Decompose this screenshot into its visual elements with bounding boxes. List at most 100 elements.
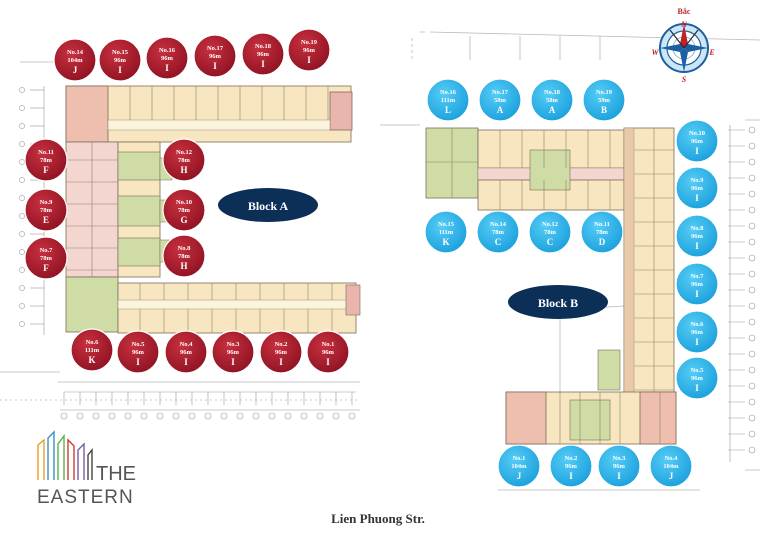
block-a-unit-badges: No.14104mJNo.1596mINo.1696mINo.1796mINo.… <box>24 28 350 374</box>
the-eastern-logo: THE EASTERN <box>37 430 136 508</box>
dimension-ruler-b <box>728 125 756 462</box>
compass-north-label: Bắc <box>678 7 691 16</box>
block-a-unit-number: No.10 <box>176 199 192 206</box>
block-a-unit-number: No.1 <box>322 341 335 348</box>
compass-w: W <box>651 48 659 57</box>
block-b-unit-area: 78m <box>492 229 505 236</box>
block-a-unit-number: No.18 <box>255 43 272 50</box>
block-a-unit-number: No.6 <box>86 339 100 346</box>
block-b-unit-area: 104m <box>511 463 527 470</box>
block-a-unit-type: I <box>118 65 122 75</box>
block-a-unit-number: No.11 <box>38 149 54 156</box>
block-a-unit-area: 96m <box>161 55 174 62</box>
block-a-unit-type: I <box>307 55 311 65</box>
block-b-unit-number: No.14 <box>490 221 507 228</box>
block-a-building <box>65 85 361 334</box>
block-a-unit-area: 96m <box>275 349 288 356</box>
compass-s: S <box>682 75 687 84</box>
block-b-unit-number: No.3 <box>613 455 627 462</box>
block-b-unit-area: 111m <box>441 97 456 104</box>
block-b-unit-type: I <box>695 146 699 156</box>
block-b-unit-number: No.10 <box>689 130 705 137</box>
block-b-unit-type: C <box>495 237 502 247</box>
block-b-unit-area: 96m <box>691 281 704 288</box>
block-b-unit-area: 96m <box>691 375 704 382</box>
block-a-unit-area: 78m <box>178 157 191 164</box>
block-a-unit-type: K <box>88 355 95 365</box>
block-a-unit-number: No.9 <box>40 199 54 206</box>
block-b-unit-area: 78m <box>596 229 609 236</box>
block-b-unit-number: No.4 <box>665 455 679 462</box>
block-a-label: Block A <box>218 188 318 222</box>
block-a-unit-area: 78m <box>40 255 53 262</box>
block-a-unit-type: E <box>43 215 49 225</box>
block-b-unit-area: 111m <box>439 229 454 236</box>
block-b-unit-area: 96m <box>691 138 704 145</box>
block-b-unit-type: A <box>497 105 504 115</box>
logo-line-2: EASTERN <box>37 487 134 508</box>
compass-rose: Bắc N E S W <box>651 7 714 84</box>
compass-e: E <box>708 48 714 57</box>
block-b-unit-number: No.17 <box>492 89 509 96</box>
block-b-unit-type: J <box>669 471 674 481</box>
block-b-unit-area: 78m <box>544 229 557 236</box>
block-b-unit-area: 58m <box>546 97 559 104</box>
block-b-unit-type: C <box>547 237 554 247</box>
block-b-unit-area: 96m <box>691 233 704 240</box>
block-a-unit-area: 78m <box>40 207 53 214</box>
block-a-unit-number: No.4 <box>180 341 194 348</box>
block-b-unit-number: No.2 <box>565 455 578 462</box>
block-b-unit-number: No.16 <box>440 89 457 96</box>
block-a-unit-type: F <box>43 165 49 175</box>
block-b-unit-area: 96m <box>565 463 578 470</box>
block-a-unit-area: 111m <box>85 347 100 354</box>
block-a-unit-type: I <box>261 59 265 69</box>
block-b-unit-number: No.12 <box>542 221 558 228</box>
block-a-unit-type: I <box>231 357 235 367</box>
street-name: Lien Phuong Str. <box>331 511 425 526</box>
block-a-unit-area: 96m <box>227 349 240 356</box>
block-b-unit-type: A <box>549 105 556 115</box>
block-a-unit-type: I <box>136 357 140 367</box>
block-a-unit-type: I <box>326 357 330 367</box>
block-a-unit-type: I <box>184 357 188 367</box>
block-b-unit-number: No.9 <box>691 177 705 184</box>
block-a-unit-area: 96m <box>132 349 145 356</box>
block-a-unit-number: No.19 <box>301 39 318 46</box>
block-a-unit-number: No.7 <box>40 247 54 254</box>
block-a-unit-type: H <box>180 261 187 271</box>
block-b-unit-number: No.11 <box>594 221 610 228</box>
block-a-unit-area: 78m <box>40 157 53 164</box>
block-a-unit-area: 96m <box>303 47 316 54</box>
block-a-unit-number: No.14 <box>67 49 84 56</box>
block-b-unit-type: I <box>695 193 699 203</box>
block-a-unit-number: No.5 <box>132 341 146 348</box>
